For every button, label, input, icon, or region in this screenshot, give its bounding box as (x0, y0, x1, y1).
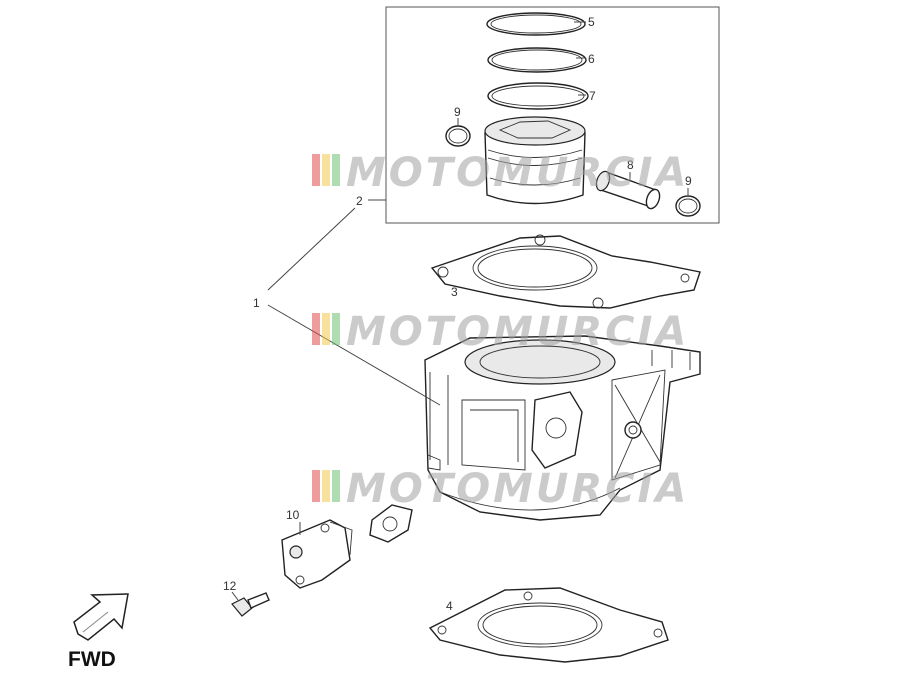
tensioner-gasket[interactable] (369, 504, 413, 543)
circlip-left[interactable] (445, 125, 471, 147)
forward-arrow-icon (73, 593, 129, 641)
watermark-bottom: MOTOMURCIA (312, 466, 689, 512)
circlip-right[interactable] (675, 195, 701, 217)
piston-pin[interactable] (594, 170, 662, 211)
bolt[interactable] (231, 592, 270, 617)
watermark-middle: MOTOMURCIA (312, 309, 689, 355)
piston-ring-top[interactable] (486, 12, 586, 36)
svg-text:MOTOMURCIA: MOTOMURCIA (346, 150, 689, 196)
cylinder-base-gasket[interactable] (428, 587, 669, 663)
chain-tensioner[interactable] (281, 519, 353, 589)
svg-text:MOTOMURCIA: MOTOMURCIA (346, 466, 689, 512)
cylinder-top-gasket[interactable] (430, 234, 701, 309)
svg-text:MOTOMURCIA: MOTOMURCIA (346, 309, 689, 355)
callout-6: 6 (588, 52, 595, 66)
callout-5: 5 (588, 15, 595, 29)
piston-kit-frame (385, 6, 720, 224)
callout-2: 2 (356, 194, 363, 208)
callout-1: 1 (253, 296, 260, 310)
callout-12: 12 (223, 579, 237, 593)
watermark-top: MOTOMURCIA (312, 150, 689, 196)
piston-ring-oil[interactable] (487, 82, 589, 110)
piston[interactable] (484, 116, 586, 205)
piston-ring-second[interactable] (487, 47, 587, 73)
leader-lines (231, 21, 689, 601)
callout-9-right: 9 (685, 174, 692, 188)
callout-10: 10 (286, 508, 300, 522)
callout-7: 7 (589, 89, 596, 103)
callout-9-left: 9 (454, 105, 461, 119)
callout-8: 8 (627, 158, 634, 172)
callout-3: 3 (451, 285, 458, 299)
fwd-label: FWD (68, 648, 116, 671)
callout-4: 4 (446, 599, 453, 613)
cylinder-block[interactable] (424, 335, 701, 521)
